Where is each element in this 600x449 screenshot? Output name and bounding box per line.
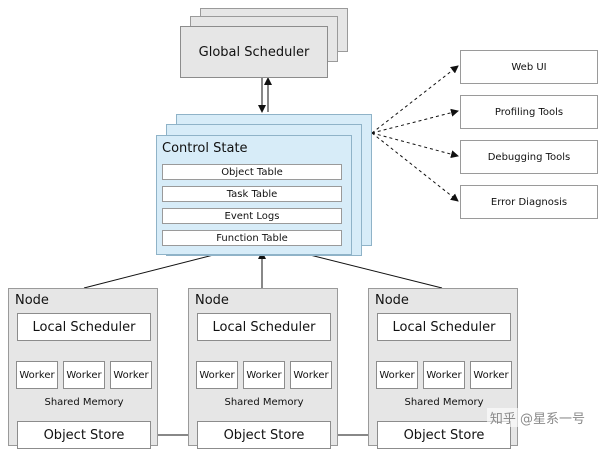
node-3-worker-2: Worker [423, 361, 465, 389]
node-3: Node Local Scheduler Worker Worker Worke… [368, 288, 518, 449]
node-1-object-store: Object Store [17, 421, 151, 449]
node-3-local-scheduler: Local Scheduler [377, 313, 511, 341]
node3-to-cs-arrow [289, 247, 443, 289]
tool-arrow-error-diagnosis [371, 132, 459, 202]
tool-error-diagnosis: Error Diagnosis [460, 185, 598, 219]
tool-arrow-profiling [371, 108, 459, 134]
control-state: Control State Object Table Task Table Ev… [156, 135, 352, 255]
object-table: Object Table [162, 164, 342, 180]
node-1-worker-1: Worker [16, 361, 58, 389]
node-3-label: Node [375, 293, 409, 308]
event-logs: Event Logs [162, 208, 342, 224]
control-state-title: Control State [162, 141, 248, 156]
tool-arrow-web-ui [371, 65, 459, 134]
tool-arrow-debugging [371, 132, 459, 159]
node-2: Node Local Scheduler Worker Worker Worke… [188, 288, 338, 449]
node-3-worker-1: Worker [376, 361, 418, 389]
node-2-worker-1: Worker [196, 361, 238, 389]
tool-profiling-tools: Profiling Tools [460, 95, 598, 129]
node-1-label: Node [15, 293, 49, 308]
node-2-worker-2: Worker [243, 361, 285, 389]
tool-web-ui: Web UI [460, 50, 598, 84]
node-2-label: Node [195, 293, 229, 308]
function-table: Function Table [162, 230, 342, 246]
node-2-local-scheduler: Local Scheduler [197, 313, 331, 341]
node-2-shared-memory: Shared Memory [224, 397, 304, 408]
node-3-shared-memory: Shared Memory [404, 397, 484, 408]
task-table: Task Table [162, 186, 342, 202]
node-3-worker-3: Worker [470, 361, 512, 389]
node-1-shared-memory: Shared Memory [44, 397, 124, 408]
global-scheduler-label: Global Scheduler [198, 44, 310, 60]
node-2-worker-3: Worker [290, 361, 332, 389]
node-1-worker-2: Worker [63, 361, 105, 389]
global-scheduler: Global Scheduler [180, 26, 328, 78]
node-1-local-scheduler: Local Scheduler [17, 313, 151, 341]
node1-to-cs-arrow [83, 247, 234, 289]
node-1: Node Local Scheduler Worker Worker Worke… [8, 288, 158, 449]
node-2-object-store: Object Store [197, 421, 331, 449]
watermark: 知乎 @星系一号 [486, 408, 588, 427]
tool-debugging-tools: Debugging Tools [460, 140, 598, 174]
node-1-worker-3: Worker [110, 361, 152, 389]
